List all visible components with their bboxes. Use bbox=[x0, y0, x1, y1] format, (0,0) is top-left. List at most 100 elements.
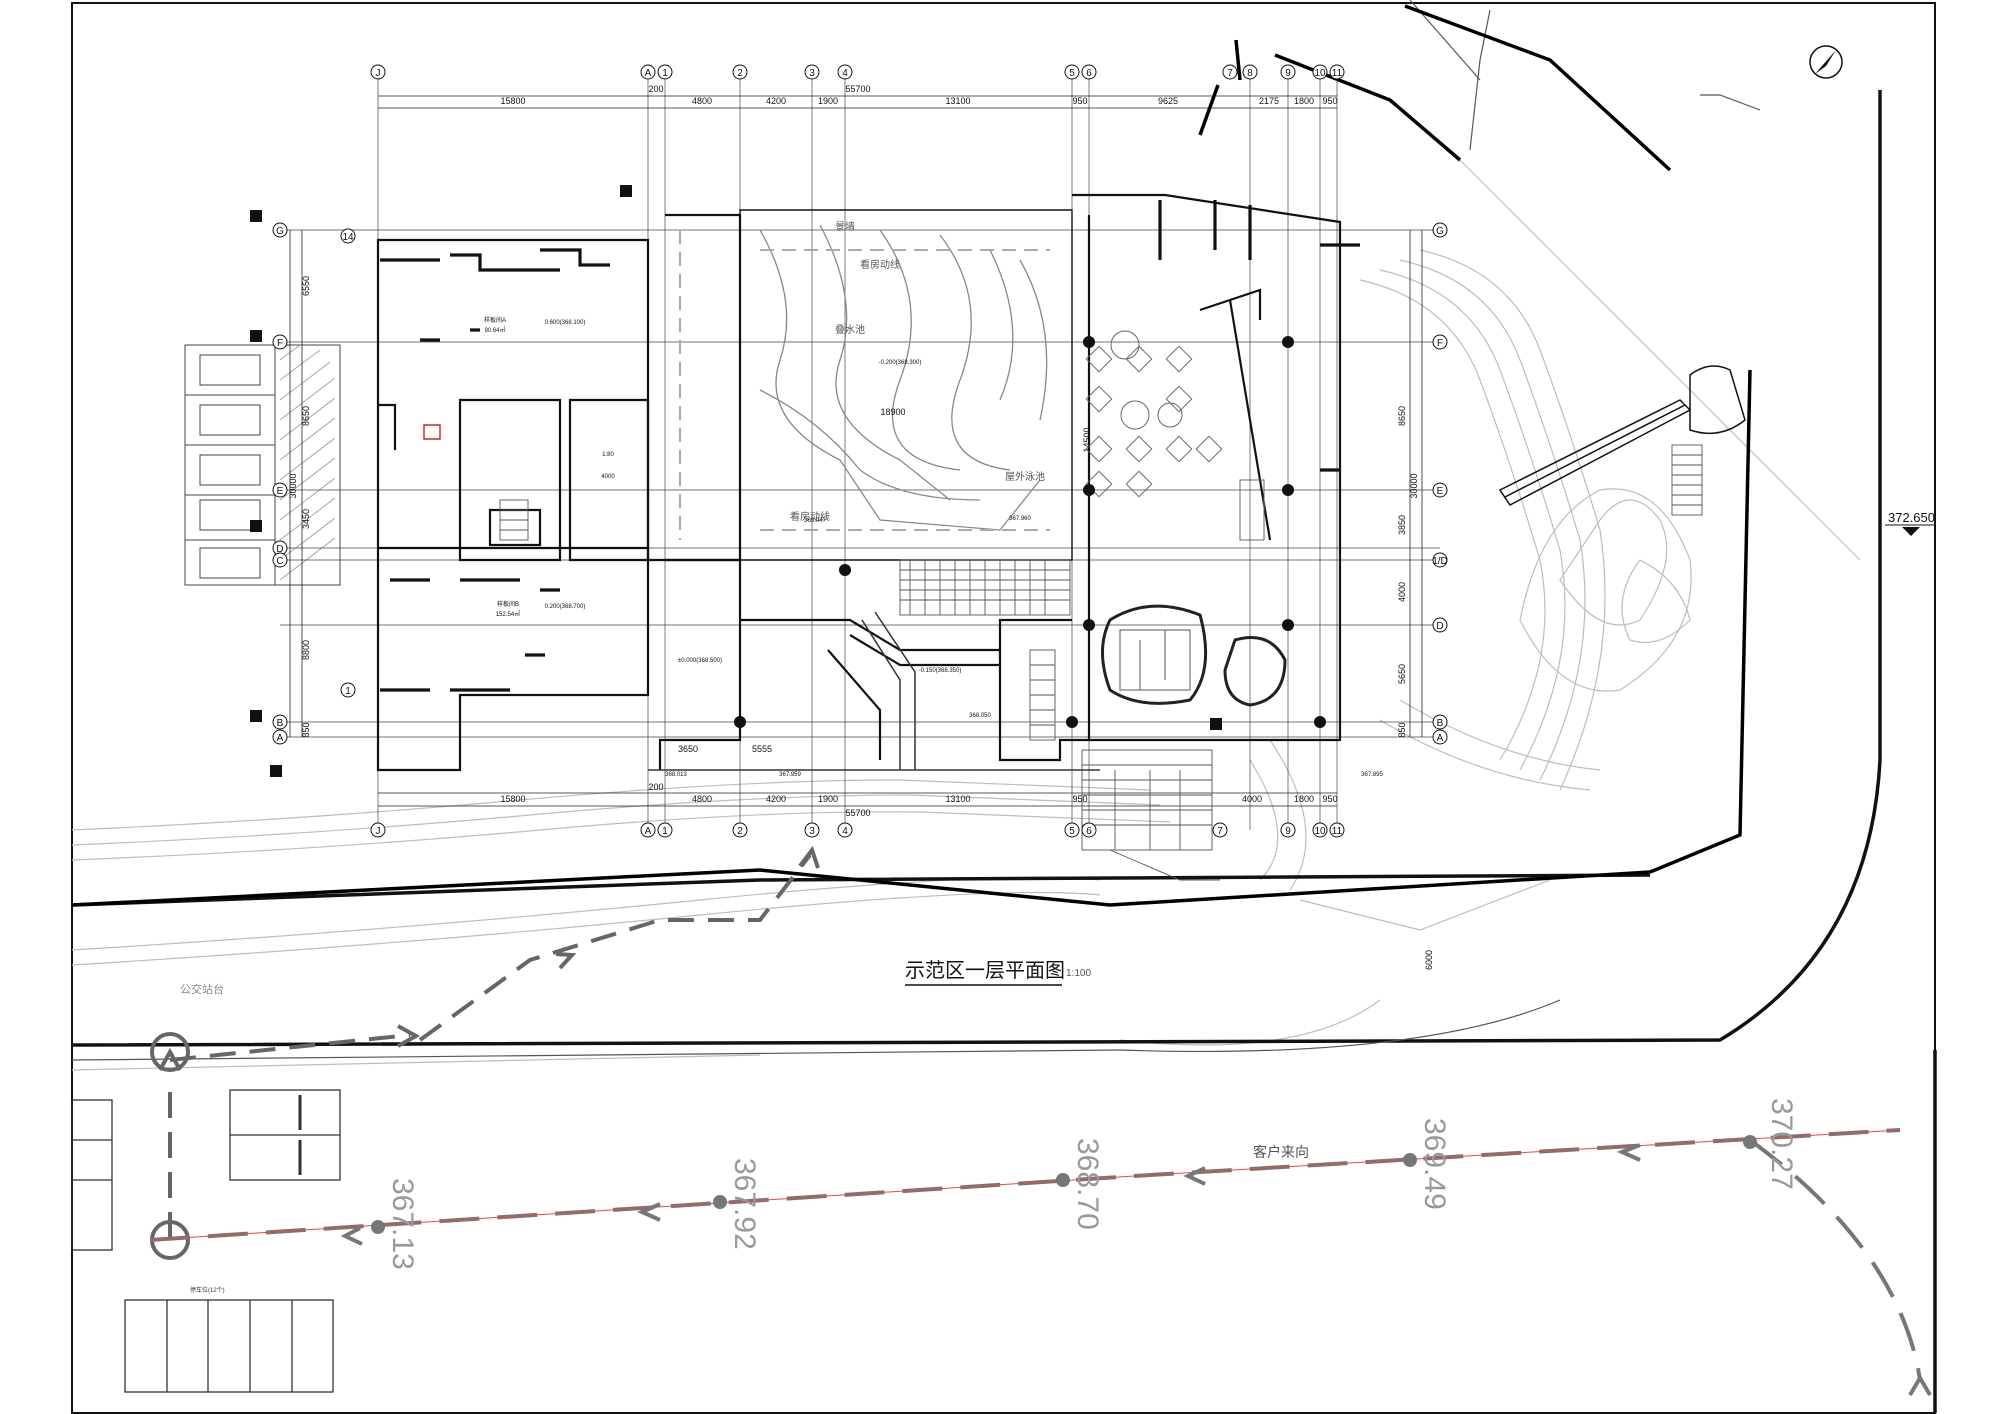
drawing-title: 示范区一层平面图 bbox=[905, 959, 1065, 982]
north-arrow-icon bbox=[1809, 45, 1843, 79]
drawing-scale: 1:100 bbox=[1066, 968, 1091, 979]
dimension: 3450 bbox=[301, 509, 311, 529]
sand-table-model bbox=[1101, 604, 1287, 707]
dimension-total: 30000 bbox=[288, 473, 298, 498]
customer-route bbox=[149, 1128, 1932, 1397]
axis-label: 6 bbox=[1086, 826, 1092, 837]
dimensions-left: 30000 6550 8650 3450 8800 850 bbox=[288, 276, 311, 738]
dimension: 4000 bbox=[1242, 794, 1262, 804]
axis-label: 11 bbox=[1332, 826, 1343, 837]
grid-bubbles-left bbox=[272, 222, 356, 745]
dimension: 850 bbox=[301, 722, 311, 737]
area-labels: 样板间A 90.64㎡ 0.600(368.100) 样板间B 152.54㎡ … bbox=[484, 316, 1384, 778]
dimensions-top: 55700 15800 200 4800 4200 1900 13100 950… bbox=[500, 84, 1337, 106]
highlight-marker bbox=[423, 424, 441, 440]
axis-label: 10 bbox=[1314, 826, 1326, 837]
axis-label: 2 bbox=[737, 68, 743, 79]
axis-label: 4 bbox=[842, 826, 848, 837]
road-elevation: 369.49 bbox=[1418, 1118, 1451, 1210]
elevation-label: 367.895 bbox=[1361, 772, 1383, 778]
axis-label: A bbox=[1437, 733, 1444, 744]
dimension: 2175 bbox=[1259, 96, 1279, 106]
room-label: 景墙 bbox=[835, 220, 855, 233]
building-walls bbox=[376, 193, 1342, 772]
axis-label: 1/D bbox=[1432, 556, 1448, 567]
dimensions-right: 30000 8650 3850 4000 5650 850 14500 6000 bbox=[1082, 406, 1434, 970]
room-label: 屋外泳池 bbox=[1005, 470, 1045, 483]
axis-label: 5 bbox=[1069, 68, 1075, 79]
dimension: 4000 bbox=[601, 474, 615, 480]
dimension: 200 bbox=[648, 84, 663, 94]
axis-label: 10 bbox=[1314, 68, 1326, 79]
grid-lines bbox=[280, 75, 1440, 830]
axis-label: 6 bbox=[1086, 68, 1092, 79]
grid-bubbles-top bbox=[370, 64, 1345, 80]
area-label: 90.64㎡ bbox=[484, 326, 505, 334]
axis-label: J bbox=[376, 826, 381, 837]
room-labels: 叠水池 屋外泳池 看房动线 景墙 看房动线 bbox=[790, 220, 1045, 523]
grid-bubbles-bottom bbox=[370, 822, 1345, 838]
courtyard-dash-path bbox=[679, 230, 1050, 540]
parking-lots bbox=[71, 1089, 341, 1393]
sand-table-detail bbox=[1119, 629, 1191, 691]
area-label: 152.54㎡ bbox=[496, 610, 520, 618]
entrance-ramp bbox=[648, 611, 1100, 771]
dimension: 3650 bbox=[678, 744, 698, 754]
left-parking-area bbox=[184, 344, 341, 586]
dimension: 4800 bbox=[692, 96, 712, 106]
dimension: 1900 bbox=[818, 96, 838, 106]
staircases bbox=[499, 444, 1703, 881]
elevation-label: -0.150(368.350) bbox=[919, 668, 962, 674]
courtyard-water-feature bbox=[759, 224, 1048, 531]
road-elevation: 368.70 bbox=[1071, 1138, 1104, 1230]
axis-label: B bbox=[277, 718, 284, 729]
room-label: 看房动线 bbox=[860, 258, 900, 271]
dimension: 1800 bbox=[1294, 794, 1314, 804]
dimension: 950 bbox=[1322, 96, 1337, 106]
columns bbox=[250, 185, 1326, 777]
dimension: 8650 bbox=[1397, 406, 1407, 426]
axis-label: 9 bbox=[1285, 68, 1291, 79]
elevation-label: ±0.000(368.500) bbox=[678, 658, 722, 664]
axis-label: 4 bbox=[842, 68, 848, 79]
room-label: 样板间B bbox=[497, 600, 519, 608]
axis-label: E bbox=[1437, 486, 1444, 497]
dimension: 1800 bbox=[1294, 96, 1314, 106]
axis-label: A bbox=[645, 826, 652, 837]
axis-label: 8 bbox=[1247, 68, 1253, 79]
road-edges bbox=[71, 90, 1937, 1413]
axis-label: 5 bbox=[1069, 826, 1075, 837]
axis-label: A bbox=[645, 68, 652, 79]
dimension: 15800 bbox=[500, 794, 525, 804]
room-label: 叠水池 bbox=[835, 323, 865, 336]
axis-label: E bbox=[277, 486, 284, 497]
dimension: 6550 bbox=[301, 276, 311, 296]
interior-partitions bbox=[380, 200, 1360, 692]
grid-bubbles-right bbox=[1432, 222, 1448, 745]
grid-labels-right: G F E 1/D D B A bbox=[1432, 226, 1448, 744]
dimension: 8800 bbox=[301, 640, 311, 660]
dimension-total: 30000 bbox=[1409, 473, 1419, 498]
elevation-label: 0.600(368.100) bbox=[545, 320, 586, 326]
bus-stop-label: 公交站台 bbox=[180, 982, 224, 996]
axis-label: D bbox=[276, 544, 283, 555]
dimension: 4800 bbox=[692, 794, 712, 804]
axis-label: J bbox=[376, 68, 381, 79]
east-ramp bbox=[1498, 365, 1746, 506]
room-label: 样板间A bbox=[484, 316, 506, 324]
dimension: 4000 bbox=[1397, 582, 1407, 602]
elevation-value: 372.650 bbox=[1888, 510, 1935, 525]
hatch-pattern bbox=[279, 344, 336, 581]
axis-label: B bbox=[1437, 718, 1444, 729]
dimension-total: 55700 bbox=[845, 808, 870, 818]
dimension: 4200 bbox=[766, 794, 786, 804]
dimension: 4200 bbox=[766, 96, 786, 106]
room-label: 看房动线 bbox=[790, 510, 830, 523]
axis-label: 1 bbox=[345, 686, 351, 697]
axis-label: G bbox=[1436, 226, 1444, 237]
axis-label: G bbox=[276, 226, 284, 237]
axis-label: F bbox=[277, 338, 283, 349]
dimension: 850 bbox=[1397, 722, 1407, 737]
elevation-label: 367.959 bbox=[779, 772, 801, 778]
